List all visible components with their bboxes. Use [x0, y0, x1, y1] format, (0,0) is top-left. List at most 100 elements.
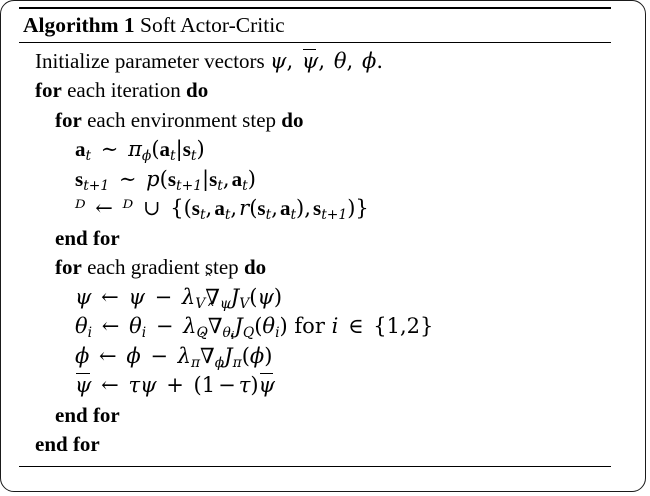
symbol-a-bold-1: a	[75, 137, 86, 161]
paren-open-6: (	[254, 314, 263, 338]
brace-open-1: {	[170, 196, 184, 220]
line-for-iteration: for each iteration do	[19, 76, 611, 106]
symbol-dataset-2: ᴰ	[122, 196, 134, 220]
subscript-pi-1: π	[190, 354, 201, 371]
paren-close-7: )	[264, 343, 273, 368]
line-sample-state: st+1 ∼ p(st+1|st, at)	[19, 165, 611, 195]
operator-element-of: ∈	[347, 314, 364, 338]
line-replay-buffer: ᴰ ← ᴰ ∪ {(st, at, r(st, at), st+1)}	[19, 194, 611, 224]
symbol-s-bold-4: s	[209, 166, 218, 191]
line-end-for-gradient: end for	[19, 401, 611, 431]
comma-6: ,	[230, 196, 238, 220]
symbol-nabla-hat-1: ̂∇	[205, 283, 220, 313]
symbol-psi-bar-rhs: ψ	[259, 371, 275, 401]
operator-sim-2: ∼	[118, 166, 137, 191]
symbol-psi: ψ	[269, 48, 287, 73]
symbol-a-bold-2: a	[159, 137, 171, 161]
comma-5: ,	[205, 196, 213, 220]
symbol-a-bold-4: a	[214, 196, 225, 220]
algorithm-top-rule	[19, 7, 611, 9]
line-end-for-iteration: end for	[19, 430, 611, 460]
comma-4: ,	[222, 166, 230, 191]
paren-open-4: (	[249, 196, 258, 220]
algorithm-number-label: Algorithm 1	[23, 13, 135, 37]
comma-9: ,	[399, 314, 407, 338]
subscript-t-4: t	[217, 177, 223, 194]
paren-close-6: )	[279, 314, 288, 338]
operator-union: ∪	[142, 196, 161, 220]
parameter-vectors-word: parameter vectors	[114, 48, 265, 73]
subscript-t-5: t	[242, 177, 248, 194]
symbol-nabla-hat-2: ̂∇	[208, 312, 223, 342]
overbar-glyph	[303, 48, 317, 50]
symbol-psi-lhs: ψ	[75, 284, 92, 309]
symbol-psi-target: ψ	[140, 373, 157, 397]
index-value-two: 2	[406, 314, 421, 338]
symbol-nabla-hat-3: ̂∇	[200, 342, 215, 372]
iteration-word: iteration	[110, 78, 181, 102]
symbol-tau-2: τ	[238, 373, 251, 397]
symbol-lambda-pi: λ	[177, 343, 191, 368]
line-update-psi: ψ ← ψ − λV̂∇ψJV(ψ)	[19, 283, 611, 313]
line-update-theta: θi ← θi − λQ̂∇θiJQ(θi) for i ∈ {1,2}	[19, 312, 611, 342]
symbol-lambda-v: λ	[181, 284, 196, 309]
symbol-phi-arg: ϕ	[249, 343, 265, 368]
subscript-q-1: Q	[196, 324, 208, 341]
symbol-phi-lhs: ϕ	[75, 343, 90, 368]
initialize-symbols: ψ, ψ, θ, ϕ.	[270, 49, 383, 73]
symbol-psi-bar-base-1: ψ	[75, 373, 92, 397]
subscript-t-8: t	[265, 206, 272, 223]
gradient-step-word: gradient step	[130, 255, 239, 279]
symbol-theta-rhs: θ	[129, 314, 142, 338]
algorithm-header: Algorithm 1 Soft Actor-Critic	[19, 9, 611, 42]
overbar-glyph-2	[76, 373, 90, 375]
subscript-t-plus-1-c: t+1	[321, 206, 348, 223]
algorithm-header-rule	[19, 41, 611, 43]
symbol-objective-j-2: J	[234, 314, 243, 338]
paren-open-3: (	[183, 196, 192, 220]
subscript-i-4: i	[275, 324, 280, 341]
keyword-end-1: end	[55, 225, 88, 250]
keyword-for-gradient: for	[55, 255, 82, 279]
keyword-end-3: end	[35, 432, 68, 456]
subscript-i-3: i	[230, 329, 235, 343]
symbol-psi-base: ψ	[301, 48, 319, 73]
operator-assign-2: ←	[101, 284, 119, 309]
keyword-end-2: end	[55, 402, 88, 427]
number-one: 1	[201, 373, 216, 397]
each-word-iteration: each	[67, 78, 106, 102]
symbol-reward: r	[239, 196, 250, 220]
paren-open-7: (	[241, 343, 250, 368]
symbol-s-bold-3: s	[167, 166, 177, 191]
symbol-pi-policy: π	[128, 137, 142, 161]
paren-open-8: (	[193, 373, 202, 397]
paren-close-8: )	[250, 373, 259, 397]
each-word-environment: each	[87, 107, 126, 132]
keyword-do-gradient: do	[243, 255, 267, 279]
symbol-s-bold-5: s	[191, 196, 200, 220]
algorithm-bottom-rule	[19, 465, 611, 467]
line-end-for-environment: end for	[19, 224, 611, 254]
brace-close-1: }	[355, 196, 369, 220]
subscript-q-2: Q	[242, 324, 255, 341]
subscript-t-6: t	[199, 206, 206, 223]
algorithm-block: Algorithm 1 Soft Actor-Critic Initialize…	[19, 7, 611, 467]
keyword-do-iteration: do	[186, 78, 209, 102]
operator-minus-3: −	[150, 343, 168, 368]
paren-open-2: (	[159, 166, 168, 191]
subscript-t-9: t	[290, 206, 297, 223]
paren-open-1: (	[151, 137, 160, 161]
symbol-lambda-q: λ	[183, 314, 197, 338]
period-1: .	[376, 48, 383, 73]
symbol-a-bold-5: a	[279, 196, 291, 220]
symbol-psi-arg: ψ	[257, 284, 274, 309]
subscript-t-7: t	[224, 206, 231, 223]
symbol-psi-bar-lhs: ψ	[75, 371, 91, 401]
keyword-do-environment: do	[281, 107, 304, 132]
subscript-t-plus-1-a: t+1	[83, 177, 110, 194]
initialize-word: Initialize	[35, 48, 110, 73]
symbol-psi-rhs: ψ	[128, 284, 145, 309]
subscript-v-1: V	[195, 295, 206, 312]
keyword-for-iteration: for	[35, 78, 62, 102]
